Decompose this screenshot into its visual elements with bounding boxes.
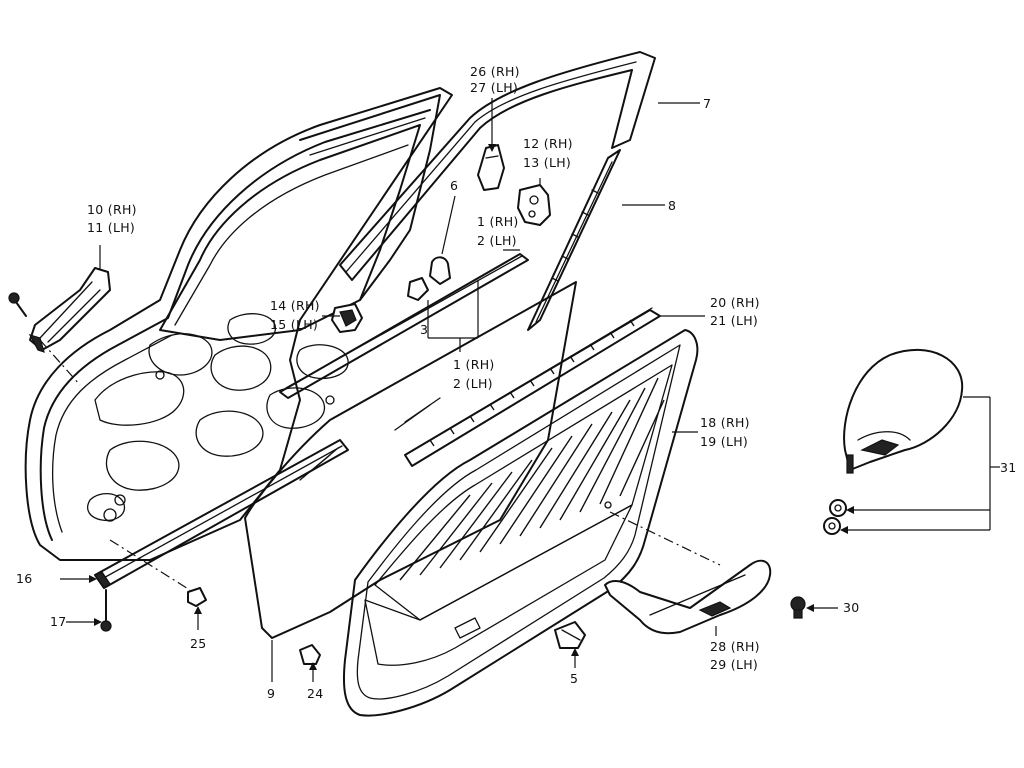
callout-17: 17 bbox=[50, 614, 67, 629]
callout-5: 5 bbox=[570, 671, 578, 686]
callout-2-lh-lower: 2 (LH) bbox=[453, 376, 493, 391]
screw-17-part bbox=[100, 589, 112, 632]
lower-seal-16-part bbox=[94, 439, 349, 589]
leader-lines bbox=[39, 98, 1000, 682]
callout-19-lh: 19 (LH) bbox=[700, 434, 748, 449]
callout-8: 8 bbox=[668, 198, 676, 213]
fastener-3-part bbox=[407, 277, 429, 301]
callout-1-rh-lower: 1 (RH) bbox=[453, 357, 495, 372]
callout-31: 31 bbox=[1000, 460, 1017, 475]
door-shell bbox=[24, 87, 453, 561]
callout-20-rh: 20 (RH) bbox=[710, 295, 760, 310]
callout-25: 25 bbox=[190, 636, 207, 651]
clip-6-part bbox=[429, 256, 451, 285]
clip-24-part bbox=[299, 644, 321, 665]
screw-30-part bbox=[790, 596, 806, 619]
callout-30: 30 bbox=[843, 600, 860, 615]
callout-21-lh: 21 (LH) bbox=[710, 313, 758, 328]
callout-12-rh: 12 (RH) bbox=[523, 136, 573, 151]
callout-9: 9 bbox=[267, 686, 275, 701]
door-mirror-part bbox=[823, 349, 964, 535]
regulator-clip-part bbox=[517, 184, 551, 226]
callout-13-lh: 13 (LH) bbox=[523, 155, 571, 170]
callout-29-lh: 29 (LH) bbox=[710, 657, 758, 672]
callout-28-rh: 28 (RH) bbox=[710, 639, 760, 654]
callout-27-lh: 27 (LH) bbox=[470, 80, 518, 95]
callout-7: 7 bbox=[703, 96, 711, 111]
door-glass-part bbox=[244, 281, 577, 639]
glass-run-channel-part bbox=[527, 149, 621, 331]
callout-15-lh: 15 (LH) bbox=[270, 317, 318, 332]
armrest-part bbox=[604, 511, 772, 635]
upper-bracket-part bbox=[477, 144, 505, 191]
callout-labels: 26 (RH) 27 (LH) 7 12 (RH) 13 (LH) 6 8 10… bbox=[16, 64, 1017, 701]
callout-2-lh-upper: 2 (LH) bbox=[477, 233, 517, 248]
front-bracket-part bbox=[8, 267, 111, 353]
inner-handle-bracket-part bbox=[331, 303, 363, 333]
callout-14-rh: 14 (RH) bbox=[270, 298, 320, 313]
callout-10-rh: 10 (RH) bbox=[87, 202, 137, 217]
callout-11-lh: 11 (LH) bbox=[87, 220, 135, 235]
callout-3: 3 bbox=[420, 322, 428, 337]
callout-26-rh: 26 (RH) bbox=[470, 64, 520, 79]
inner-weatherstrip-part bbox=[404, 307, 661, 467]
callout-6: 6 bbox=[450, 178, 458, 193]
door-trim-panel-part bbox=[342, 329, 699, 717]
clip-25-part bbox=[109, 539, 207, 607]
callout-24: 24 bbox=[307, 686, 324, 701]
clip-5-part bbox=[554, 621, 586, 649]
callout-16: 16 bbox=[16, 571, 33, 586]
belt-moulding-outer-part bbox=[279, 253, 529, 399]
callout-18-rh: 18 (RH) bbox=[700, 415, 750, 430]
weatherstrip-outer-part bbox=[339, 51, 656, 281]
callout-1-rh-upper: 1 (RH) bbox=[477, 214, 519, 229]
